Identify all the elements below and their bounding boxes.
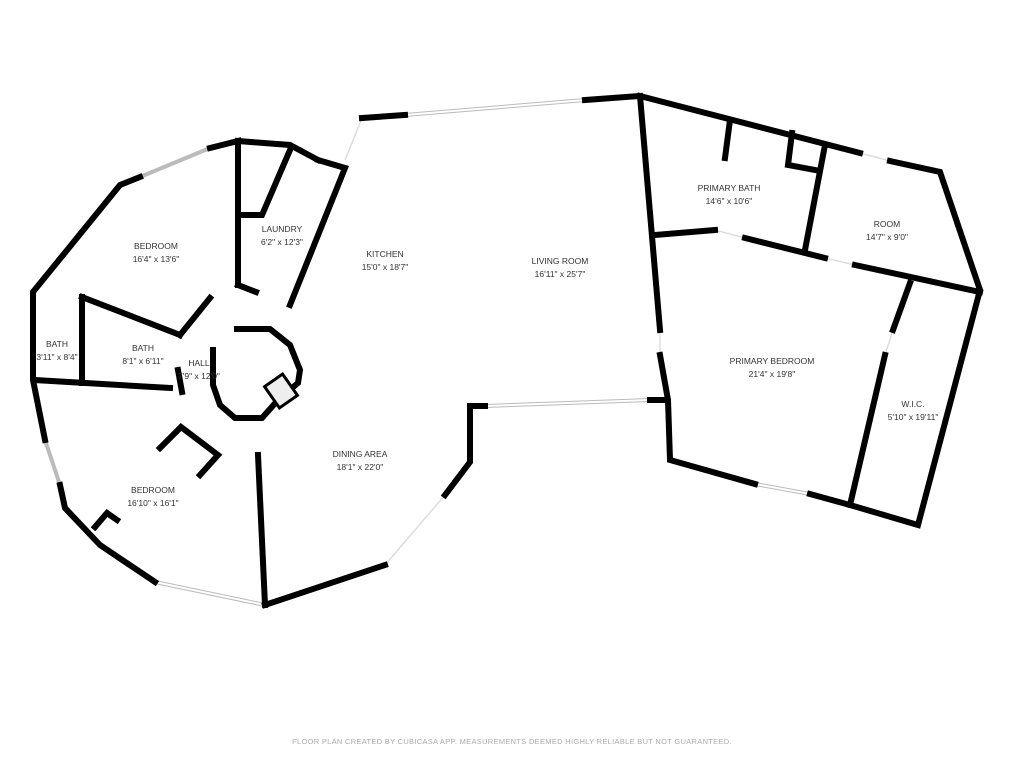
room-name: BEDROOM bbox=[131, 485, 175, 495]
room-name: PRIMARY BATH bbox=[697, 183, 761, 193]
room-name: LIVING ROOM bbox=[531, 256, 589, 266]
windows bbox=[43, 98, 894, 607]
room-name: LAUNDRY bbox=[261, 224, 303, 234]
room-size: 16'4" x 13'6" bbox=[132, 254, 180, 264]
room-label-bedroom-1: BEDROOM 16'4" x 13'6" bbox=[133, 240, 180, 266]
room-size: 16'10" x 16'1" bbox=[127, 498, 179, 508]
room-name: ROOM bbox=[873, 219, 901, 229]
room-label-living-room: LIVING ROOM 16'11" x 25'7" bbox=[532, 255, 589, 281]
room-size: 6'2" x 12'3" bbox=[261, 237, 303, 247]
room-size: 14'7" x 9'0" bbox=[866, 232, 908, 242]
room-name: BATH bbox=[131, 343, 155, 353]
room-name: HALL bbox=[188, 358, 210, 368]
room-size: 8'1" x 6'11" bbox=[122, 356, 164, 366]
room-size: 3'11" x 8'4" bbox=[36, 352, 78, 362]
room-label-dining-area: DINING AREA 18'1" x 22'0" bbox=[333, 448, 388, 474]
room-label-wic: W.I.C. 5'10" x 19'11" bbox=[888, 398, 939, 424]
room-name: DINING AREA bbox=[332, 449, 388, 459]
room-size: 16'11" x 25'7" bbox=[534, 269, 586, 279]
room-label-laundry: LAUNDRY 6'2" x 12'3" bbox=[261, 223, 303, 249]
room-size: 5'10" x 19'11" bbox=[887, 412, 939, 422]
walls bbox=[30, 92, 984, 609]
room-name: PRIMARY BEDROOM bbox=[729, 356, 815, 366]
stairs bbox=[262, 371, 300, 411]
room-label-bath-small: BATH 3'11" x 8'4" bbox=[36, 338, 77, 364]
room-label-hall: HALL 7'9" x 12'0" bbox=[178, 357, 220, 383]
room-name: BEDROOM bbox=[134, 241, 178, 251]
room-size: 21'4" x 19'8" bbox=[748, 369, 796, 379]
room-name: BATH bbox=[45, 339, 69, 349]
room-label-room: ROOM 14'7" x 9'0" bbox=[866, 218, 908, 244]
room-size: 7'9" x 12'0" bbox=[178, 371, 220, 381]
room-label-kitchen: KITCHEN 15'0" x 18'7" bbox=[362, 248, 409, 274]
room-size: 18'1" x 22'0" bbox=[336, 462, 384, 472]
room-label-primary-bedroom: PRIMARY BEDROOM 21'4" x 19'8" bbox=[730, 355, 815, 381]
room-name: W.I.C. bbox=[901, 399, 925, 409]
room-label-bedroom-2: BEDROOM 16'10" x 16'1" bbox=[127, 484, 178, 510]
room-size: 14'6" x 10'6" bbox=[705, 196, 753, 206]
room-label-primary-bath: PRIMARY BATH 14'6" x 10'6" bbox=[698, 182, 761, 208]
room-label-bath: BATH 8'1" x 6'11" bbox=[122, 342, 163, 368]
footer-disclaimer: FLOOR PLAN CREATED BY CUBICASA APP. MEAS… bbox=[292, 737, 732, 746]
room-size: 15'0" x 18'7" bbox=[361, 262, 409, 272]
room-name: KITCHEN bbox=[366, 249, 404, 259]
